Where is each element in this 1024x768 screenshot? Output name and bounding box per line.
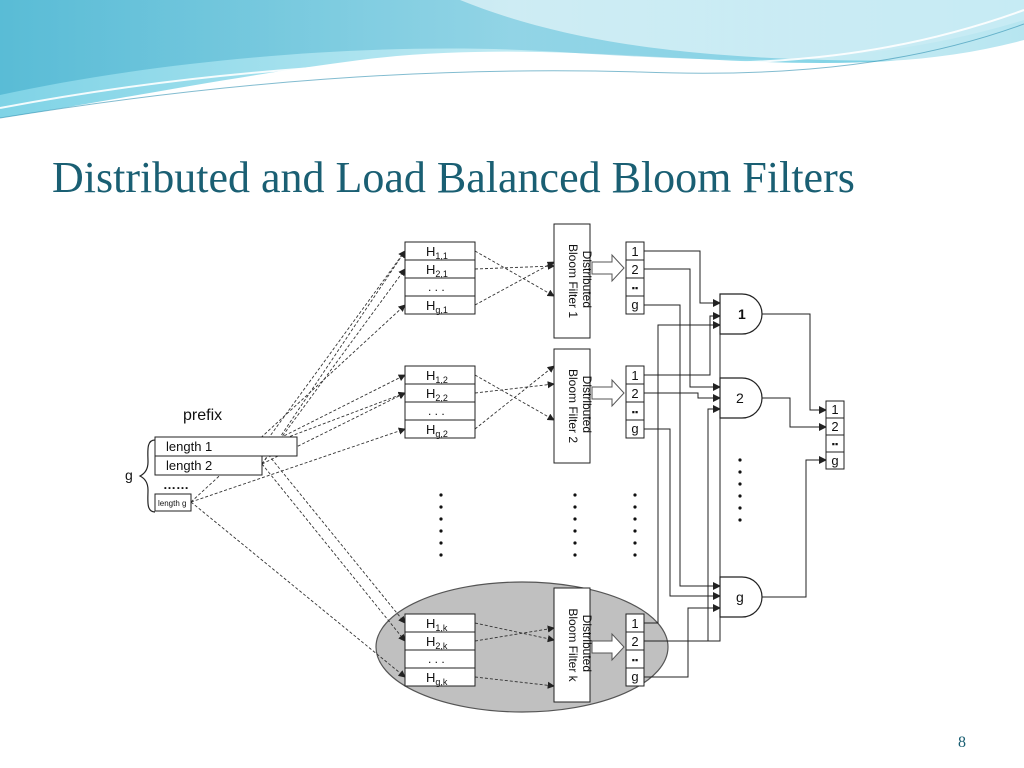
and-gate-2: 2: [719, 377, 763, 419]
gate-connector: [644, 604, 721, 678]
hash-label: H2,1: [426, 262, 448, 279]
and-gate-label: 1: [738, 306, 746, 322]
hash-bloom-connector: [474, 676, 555, 689]
gate-connector: [644, 325, 721, 642]
gate-connector: [644, 250, 721, 307]
final-cell: ▪▪: [832, 439, 838, 449]
hash-label: Hg,1: [426, 298, 448, 315]
slide-title: Distributed and Load Balanced Bloom Filt…: [52, 153, 855, 202]
group-brace: [138, 439, 156, 513]
prefix-entry-g: length g: [158, 499, 186, 508]
gate-connector: [644, 304, 721, 590]
bloom-output-arrow: [591, 378, 625, 408]
hash-bloom-connector: [474, 622, 555, 643]
output-cell: g: [631, 669, 638, 684]
hash-label: H2,k: [426, 634, 448, 651]
prefix-hash-connector: [261, 374, 406, 448]
bloom-filter-diagram: prefix g length 1 length 2 …… length g H…: [125, 223, 845, 713]
prefix-entry-2: length 2: [166, 458, 212, 473]
final-cell: 2: [831, 419, 838, 434]
output-column-1: 1 2 ▪▪ g: [625, 241, 645, 315]
output-cell: 1: [631, 616, 638, 631]
hash-ellipsis: . . .: [428, 404, 445, 418]
hash-group-2: H1,2 H2,2 . . . Hg,2: [404, 365, 476, 439]
bloom-filter-2: Distributed Bloom Filter 2: [553, 348, 594, 464]
bloom-filter-1: Distributed Bloom Filter 1: [553, 223, 594, 339]
prefix-label: prefix: [183, 407, 222, 424]
gate-connector: [644, 321, 721, 624]
hash-group-1: H1,1 H2,1 . . . Hg,1: [404, 241, 476, 315]
output-column-k: 1 2 ▪▪ g: [625, 613, 645, 687]
output-cell: ▪▪: [632, 655, 638, 665]
prefix-entry-1: length 1: [166, 439, 212, 454]
slide-number: 8: [958, 734, 966, 751]
hash-label: H2,2: [426, 386, 448, 403]
final-cell: 1: [831, 402, 838, 417]
solid-connectors: [644, 250, 827, 678]
gate-connector: [644, 268, 721, 391]
prefix-hash-connector: [190, 501, 406, 678]
gate-connector: [644, 428, 721, 600]
prefix-hash-connector: [190, 427, 406, 503]
hash-ellipsis: . . .: [428, 280, 445, 294]
bloom-filter-label: Distributed Bloom Filter 2: [566, 369, 594, 443]
prefix-hash-connector: [261, 463, 406, 642]
and-gate-g: g: [719, 576, 763, 618]
and-gate-label: g: [736, 589, 744, 605]
gate-connector: [644, 312, 721, 376]
hash-label: H1,2: [426, 368, 448, 385]
output-cell: g: [631, 421, 638, 436]
hash-bloom-connector: [474, 625, 555, 642]
gate-connector: [762, 313, 827, 414]
output-column-2: 1 2 ▪▪ g: [625, 365, 645, 439]
bloom-output-arrow: [591, 253, 625, 283]
bloom-filter-label: Distributed Bloom Filter k: [566, 608, 594, 682]
gate-connector: [762, 397, 827, 431]
output-cell: g: [631, 297, 638, 312]
output-cell: ▪▪: [632, 407, 638, 417]
gate-connector: [644, 392, 721, 402]
prefix-hash-connector: [261, 250, 406, 448]
prefix-ellipsis: ……: [163, 477, 189, 492]
output-cell: ▪▪: [632, 283, 638, 293]
hash-label: Hg,2: [426, 422, 448, 439]
final-result-column: 1 2 ▪▪ g: [825, 400, 845, 470]
gate-connector: [762, 456, 827, 598]
hash-bloom-connector: [474, 262, 555, 270]
hash-bloom-connector: [474, 381, 555, 394]
final-cell: g: [831, 453, 838, 468]
continuation-dots: [439, 458, 742, 557]
and-gate-1: 1: [719, 293, 763, 335]
bloom-output-arrow: [591, 632, 625, 662]
output-cell: 2: [631, 634, 638, 649]
gate-connector: [644, 405, 721, 642]
hash-group-k: H1,k H2,k . . . Hg,k: [404, 613, 476, 687]
hash-ellipsis: . . .: [428, 652, 445, 666]
group-size-label: g: [125, 467, 133, 483]
output-cell: 1: [631, 244, 638, 259]
hash-label: Hg,k: [426, 670, 448, 687]
and-gate-label: 2: [736, 390, 744, 406]
prefix-entry-box: [154, 455, 263, 476]
output-cell: 2: [631, 262, 638, 277]
header-wave-banner: [0, 0, 1024, 119]
prefix-hash-connector: [261, 250, 406, 465]
output-cell: 2: [631, 386, 638, 401]
prefix-hash-connector: [261, 446, 406, 624]
hash-bloom-connector: [474, 250, 555, 297]
bloom-filter-label: Distributed Bloom Filter 1: [566, 244, 594, 318]
prefix-entry-box: [154, 493, 192, 512]
hash-label: H1,1: [426, 244, 448, 261]
output-cell: 1: [631, 368, 638, 383]
bloom-filter-k: Distributed Bloom Filter k: [553, 587, 594, 703]
hash-label: H1,k: [426, 616, 448, 633]
prefix-hash-connector: [190, 304, 406, 503]
prefix-hash-connector: [261, 268, 406, 465]
hash-bloom-connector: [474, 365, 555, 430]
